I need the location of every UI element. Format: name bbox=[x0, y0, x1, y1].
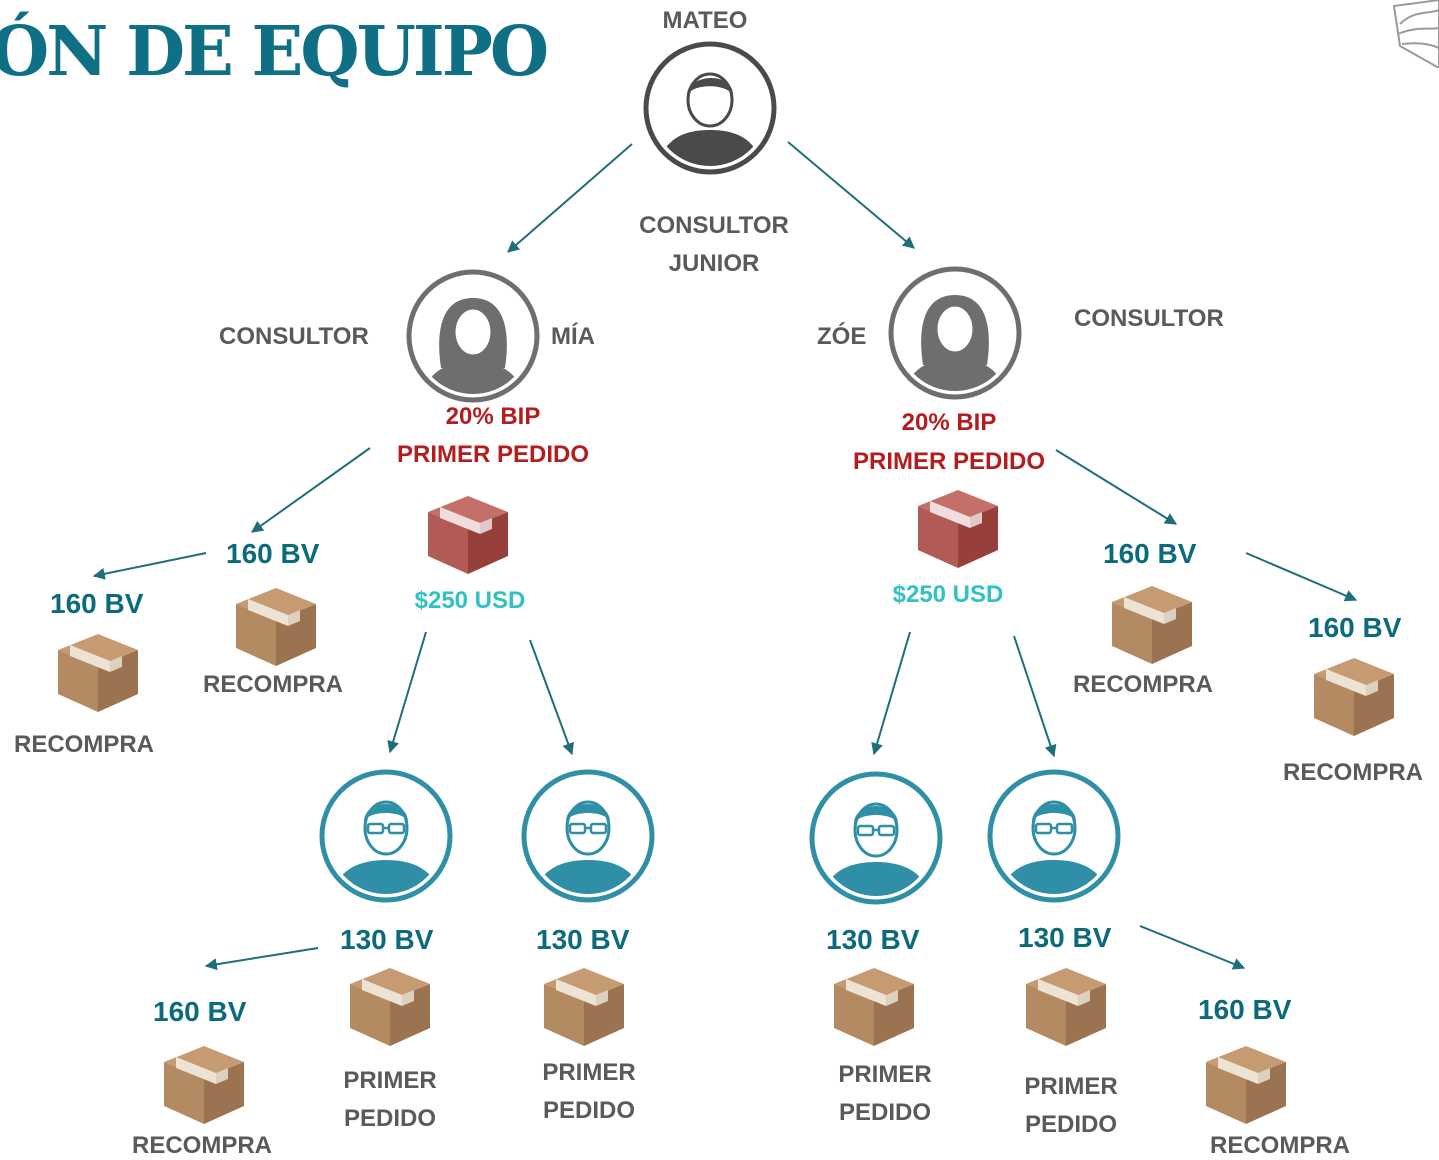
left-name: MÍA bbox=[551, 323, 595, 350]
arrow bbox=[529, 639, 574, 756]
left-child1-extra-label: RECOMPRA bbox=[132, 1132, 273, 1159]
box-icon bbox=[538, 962, 630, 1050]
box-icon bbox=[422, 490, 514, 578]
arrow bbox=[387, 631, 427, 754]
right-outer-label: RECOMPRA bbox=[1283, 759, 1424, 786]
logo-icon bbox=[1392, 0, 1439, 68]
right-order: PRIMER PEDIDO bbox=[852, 448, 1046, 475]
left-child1-label: PRIMER PEDIDO bbox=[343, 1067, 437, 1132]
box-icon bbox=[1020, 962, 1112, 1050]
box-icon bbox=[1308, 652, 1400, 740]
left-repurchase-bv: 160 BV bbox=[226, 538, 320, 569]
box-icon bbox=[52, 628, 144, 716]
female-avatar-icon bbox=[887, 265, 1023, 401]
box-icon bbox=[1106, 580, 1198, 668]
left-rank: CONSULTOR bbox=[219, 323, 369, 350]
right-outer-bv: 160 BV bbox=[1308, 612, 1402, 643]
left-outer-label: RECOMPRA bbox=[14, 731, 155, 758]
left-child2-bv: 130 BV bbox=[536, 924, 630, 955]
box-icon bbox=[158, 1040, 250, 1128]
male-avatar-icon bbox=[642, 40, 778, 176]
right-child1-bv: 130 BV bbox=[826, 924, 920, 955]
right-price: $250 USD bbox=[892, 581, 1004, 608]
right-child2-bv: 130 BV bbox=[1018, 922, 1112, 953]
left-child2-label: PRIMER PEDIDO bbox=[542, 1059, 636, 1124]
right-repurchase-bv: 160 BV bbox=[1103, 538, 1197, 569]
box-icon bbox=[344, 962, 436, 1050]
right-bonus: 20% BIP bbox=[901, 409, 997, 436]
male-glasses-avatar-icon bbox=[318, 768, 454, 904]
left-price: $250 USD bbox=[414, 587, 526, 614]
box-icon bbox=[912, 484, 1004, 572]
left-child1-extra-bv: 160 BV bbox=[153, 996, 247, 1027]
arrow bbox=[251, 447, 371, 533]
right-name: ZÓE bbox=[817, 323, 867, 350]
left-child1-bv: 130 BV bbox=[340, 924, 434, 955]
right-child2-label: PRIMER PEDIDO bbox=[1024, 1073, 1118, 1138]
arrow bbox=[1245, 552, 1358, 602]
male-glasses-avatar-icon bbox=[808, 770, 944, 906]
male-glasses-avatar-icon bbox=[520, 768, 656, 904]
arrow bbox=[92, 552, 207, 580]
arrow bbox=[1139, 925, 1246, 970]
arrow bbox=[1055, 449, 1178, 525]
box-icon bbox=[1200, 1040, 1292, 1128]
arrow bbox=[507, 143, 633, 253]
left-repurchase-label: RECOMPRA bbox=[203, 671, 344, 698]
left-outer-bv: 160 BV bbox=[50, 588, 144, 619]
top-name: MATEO bbox=[662, 7, 748, 34]
arrow bbox=[204, 947, 319, 971]
left-order: PRIMER PEDIDO bbox=[396, 441, 590, 468]
arrow bbox=[871, 631, 911, 756]
page-title: ÓN DE EQUIPO bbox=[0, 12, 549, 92]
female-avatar-icon bbox=[405, 268, 541, 404]
male-glasses-avatar-icon bbox=[986, 768, 1122, 904]
right-child2-extra-bv: 160 BV bbox=[1198, 994, 1292, 1025]
right-child1-label: PRIMER PEDIDO bbox=[838, 1061, 932, 1126]
right-child2-extra-label: RECOMPRA bbox=[1210, 1132, 1351, 1159]
right-rank: CONSULTOR bbox=[1074, 305, 1224, 332]
box-icon bbox=[230, 582, 322, 670]
left-bonus: 20% BIP bbox=[445, 403, 541, 430]
top-rank: CONSULTOR JUNIOR bbox=[639, 212, 789, 277]
arrow bbox=[1013, 635, 1057, 758]
arrow bbox=[787, 141, 915, 249]
right-repurchase-label: RECOMPRA bbox=[1073, 671, 1214, 698]
box-icon bbox=[828, 962, 920, 1050]
